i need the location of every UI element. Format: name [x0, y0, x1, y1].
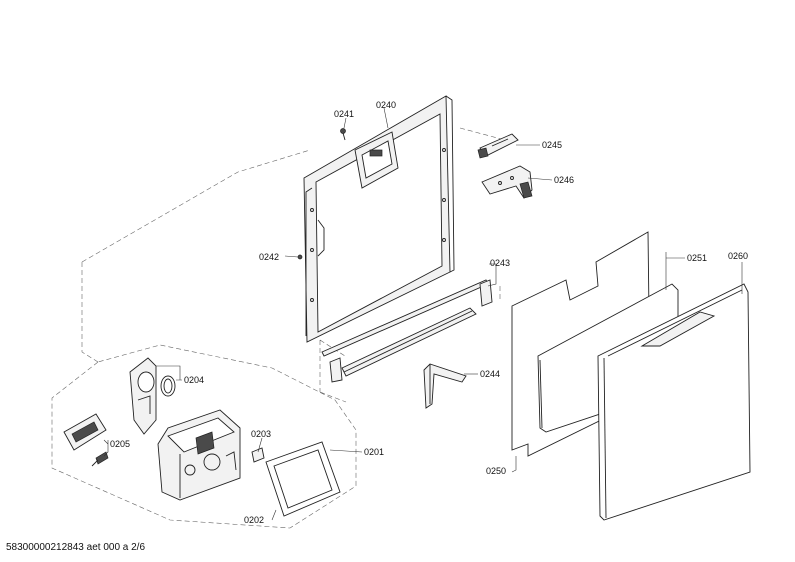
hinge-lever-part — [481, 165, 533, 199]
part-label-0244: 0244 — [480, 369, 500, 379]
part-label-0202: 0202 — [244, 515, 264, 525]
leader-lines — [103, 107, 743, 521]
part-label-0240: 0240 — [376, 100, 396, 110]
part-label-0201: 0201 — [364, 447, 384, 457]
assembly-boundary-dashed — [51, 127, 506, 529]
part-label-0260: 0260 — [728, 251, 748, 261]
small-screw-part — [297, 254, 303, 260]
part-label-0241: 0241 — [334, 109, 354, 119]
part-label-0250: 0250 — [486, 466, 506, 476]
document-id-footer: 58300000212843 aet 000 a 2/6 — [6, 542, 146, 553]
part-label-0203: 0203 — [251, 429, 271, 439]
dispenser-cover-part — [129, 357, 176, 435]
part-label-0242: 0242 — [259, 252, 279, 262]
door-seal-strips — [321, 279, 493, 383]
part-label-0251: 0251 — [687, 253, 707, 263]
part-label-0246: 0246 — [554, 175, 574, 185]
angle-bracket-part — [423, 363, 467, 409]
part-label-0243: 0243 — [490, 258, 510, 268]
rectangular-frame-seal — [265, 441, 341, 517]
screw-part — [340, 128, 346, 141]
part-label-0245: 0245 — [542, 140, 562, 150]
hinge-bracket-part — [477, 133, 519, 159]
outer-decor-door — [597, 283, 751, 521]
part-label-0205: 0205 — [110, 439, 130, 449]
small-knob-part — [251, 447, 265, 463]
inner-door-panel — [303, 95, 455, 343]
part-label-0204: 0204 — [184, 375, 204, 385]
small-panel-module — [63, 413, 109, 467]
control-module-part — [157, 409, 241, 501]
